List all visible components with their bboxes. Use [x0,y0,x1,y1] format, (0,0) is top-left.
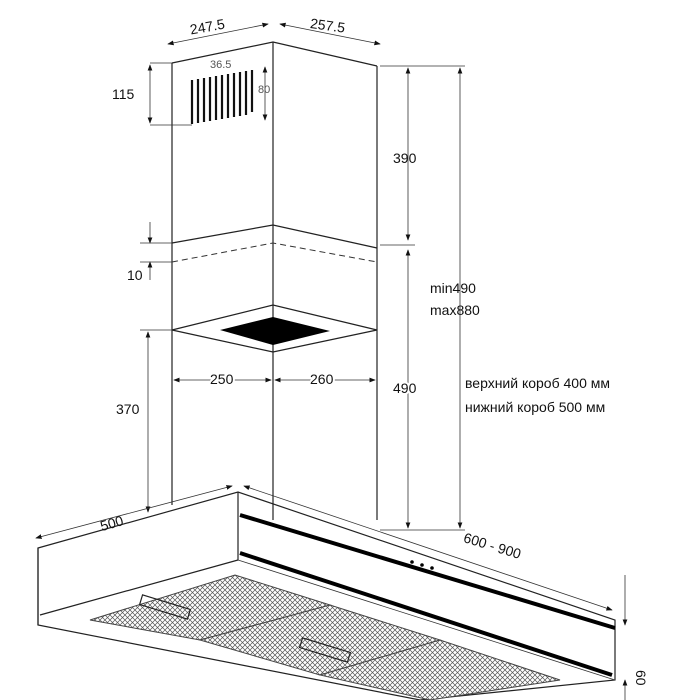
dim-base-right: 260 [310,371,334,387]
dim-chimney-right: 257.5 [309,15,346,36]
dim-hood-depth: 500 [98,512,125,534]
hood-body [37,491,616,700]
dim-upper-box: 390 [393,150,417,166]
dim-lower-offset: 370 [116,401,140,417]
dim-total-min: min490 [430,280,476,296]
dim-vent-offset: 115 [112,86,135,102]
dim-base-left: 250 [210,371,234,387]
dim-hood-height: 60 [633,670,649,686]
dim-overlap: 10 [127,267,143,283]
dim-total-max: max880 [430,302,480,318]
chimney [171,41,378,520]
dimension-lines [35,22,628,700]
dim-chimney-left: 247.5 [189,16,226,38]
dim-lower-box: 490 [393,380,417,396]
vent-grille [190,70,254,124]
duct-opening [220,317,330,345]
dim-hood-width: 600 - 900 [462,529,523,562]
note-lower-box: нижний короб 500 мм [465,399,605,415]
dim-vent-width: 36.5 [210,59,231,71]
note-upper-box: верхний короб 400 мм [465,375,610,391]
dim-vent-height: 80 [258,84,270,96]
